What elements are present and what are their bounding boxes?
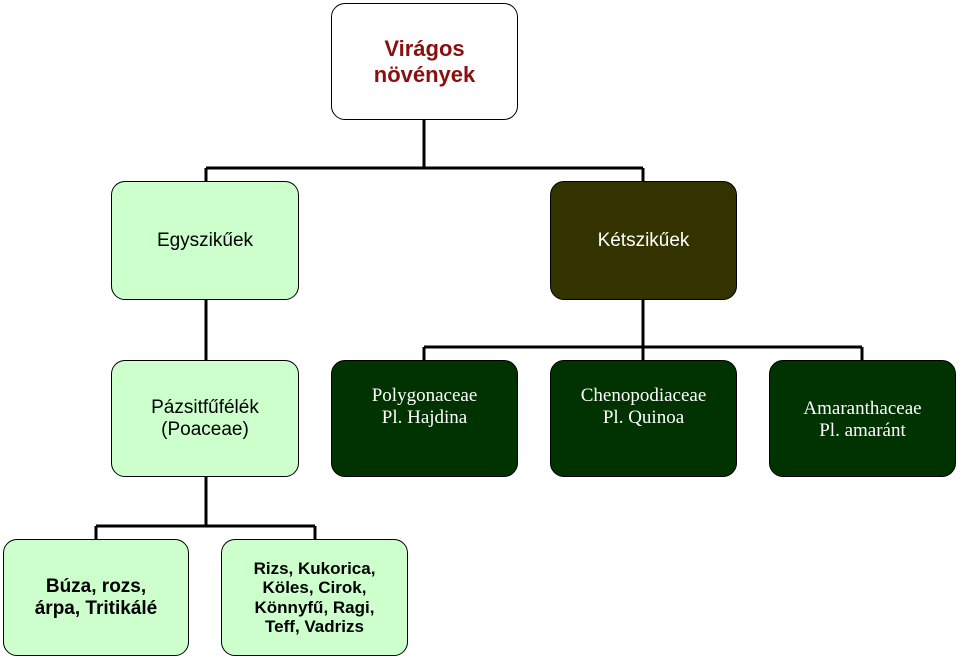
amaranthaceae-label-line1: Amaranthaceae xyxy=(803,398,922,419)
examples-group1-node: Búza, rozs, árpa, Tritikálé xyxy=(3,539,189,656)
poaceae-label-line1: Pázsitfűfélék xyxy=(151,396,259,418)
examples-group1-line2: árpa, Tritikálé xyxy=(34,597,158,619)
chenopodiaceae-node: Chenopodiaceae Pl. Quinoa xyxy=(550,360,737,477)
root-node: Virágos növények xyxy=(331,3,518,120)
examples-group2-node: Rizs, Kukorica, Köles, Cirok, Könnyfű, R… xyxy=(221,539,408,656)
chenopodiaceae-label-line2: Pl. Quinoa xyxy=(602,406,685,428)
amaranthaceae-node: Amaranthaceae Pl. amaránt xyxy=(769,360,956,477)
chenopodiaceae-label-line1: Chenopodiaceae xyxy=(580,385,707,406)
root-label-line2: növények xyxy=(373,61,476,87)
dicots-node: Kétszikűek xyxy=(550,181,737,300)
polygonaceae-node: Polygonaceae Pl. Hajdina xyxy=(331,360,518,477)
polygonaceae-label-line2: Pl. Hajdina xyxy=(381,406,468,428)
amaranthaceae-label-line2: Pl. amaránt xyxy=(819,419,906,441)
dicots-label: Kétszikűek xyxy=(597,229,690,251)
examples-group1-line1: Búza, rozs, xyxy=(45,575,147,597)
poaceae-node: Pázsitfűfélék (Poaceae) xyxy=(111,360,299,477)
examples-group2-line3: Könnyfű, Ragi, xyxy=(254,597,375,617)
examples-group2-line1: Rizs, Kukorica, xyxy=(253,559,376,579)
examples-group2-line2: Köles, Cirok, xyxy=(262,578,367,598)
monocots-node: Egyszikűek xyxy=(111,181,299,300)
polygonaceae-label-line1: Polygonaceae xyxy=(371,385,478,406)
examples-group2-line4: Teff, Vadrizs xyxy=(265,616,364,636)
root-label-line1: Virágos xyxy=(384,36,465,62)
monocots-label: Egyszikűek xyxy=(156,229,254,251)
poaceae-label-line2: (Poaceae) xyxy=(161,418,249,440)
